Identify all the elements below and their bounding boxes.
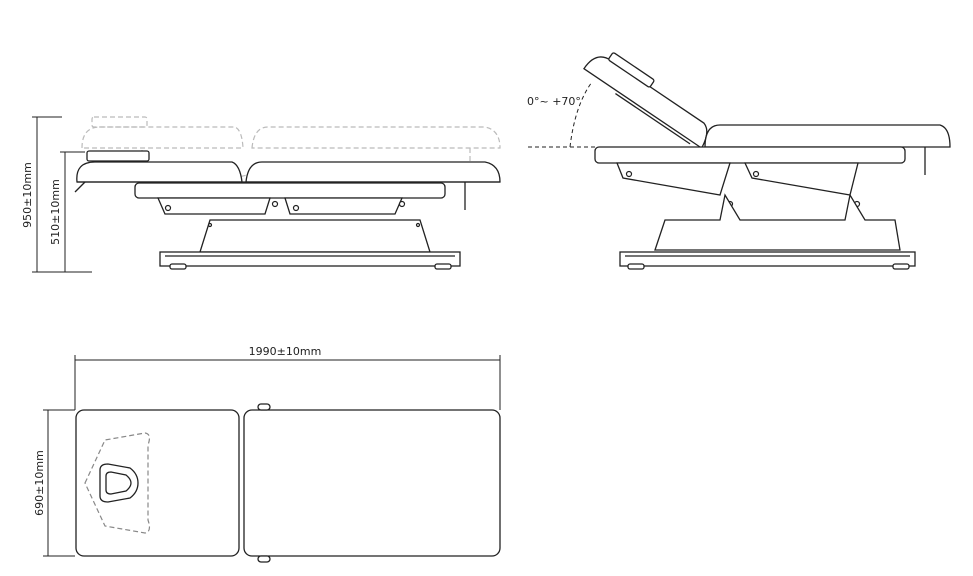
- height-950-label: 950±10mm: [21, 162, 34, 228]
- base: [159, 251, 461, 267]
- base: [619, 251, 916, 267]
- side-view-flat: 950±10mm 510±10mm: [21, 116, 501, 273]
- upper-frame: [594, 146, 906, 164]
- foot: [169, 263, 187, 270]
- height-510-label: 510±10mm: [49, 179, 62, 245]
- lift-base-frame: [654, 193, 901, 251]
- body-section: [245, 161, 501, 183]
- raised-backrest: [583, 52, 708, 150]
- foot: [434, 263, 452, 270]
- height-dimension-950: 950±10mm: [21, 116, 92, 273]
- width-label: 690±10mm: [33, 450, 46, 516]
- side-view-backrest-raised: 0°~ +70°: [527, 52, 951, 270]
- top-view: 1990±10mm 690±10mm: [33, 345, 501, 563]
- height-dimension-510: 510±10mm: [49, 151, 85, 272]
- lift-base-frame: [199, 219, 431, 253]
- body-section: [704, 124, 951, 148]
- backrest-angle-label: 0°~ +70°: [527, 95, 581, 108]
- length-label: 1990±10mm: [249, 345, 322, 358]
- headrest: [86, 150, 150, 162]
- face-hole: [99, 463, 139, 503]
- body-section-top: [243, 409, 501, 557]
- head-section-top: [75, 409, 240, 557]
- lower-frame: [134, 182, 446, 199]
- head-section: [76, 161, 243, 183]
